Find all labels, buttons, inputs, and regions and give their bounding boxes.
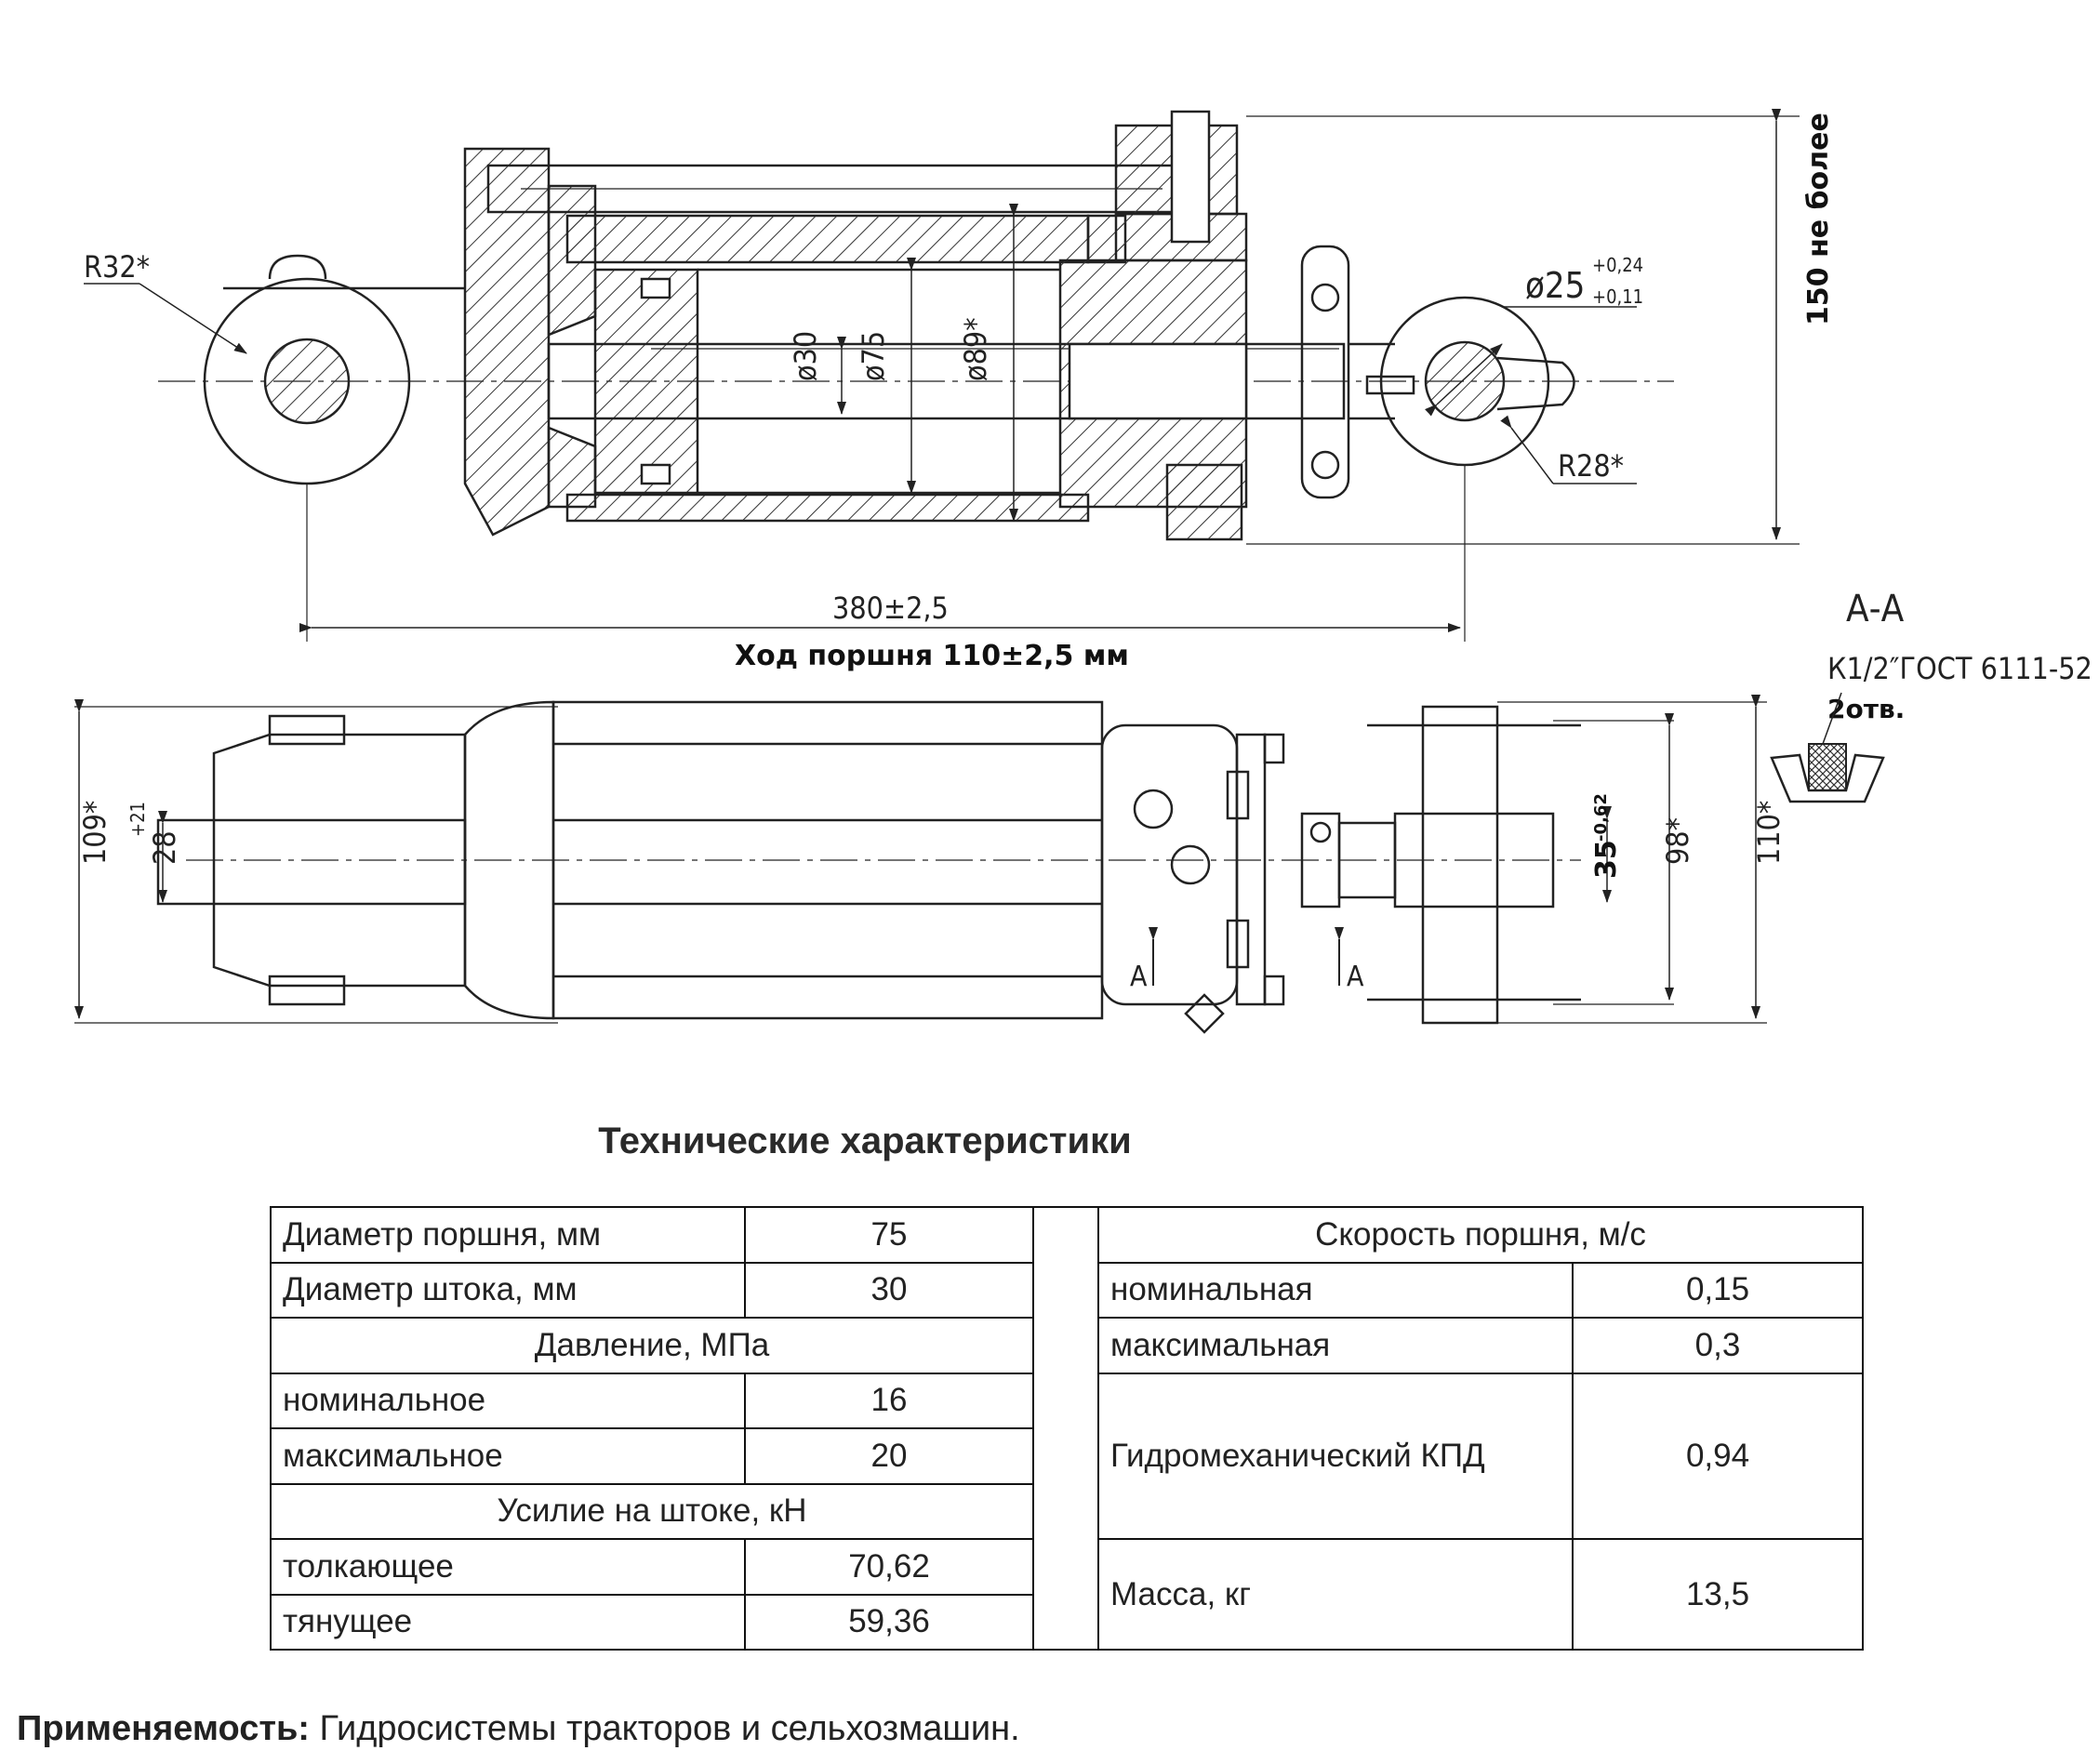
side-view <box>84 109 1800 642</box>
applicability-note: Применяемость: Гидросистемы тракторов и … <box>17 1709 1020 1749</box>
top-view-labels: 109* 28 +21 35 -0,62 98* 110* А А <box>77 793 1787 993</box>
svg-text:109*: 109* <box>77 801 113 865</box>
svg-text:А: А <box>1130 961 1148 993</box>
table-row: толкающее 70,62 Масса, кг 13,5 <box>270 1538 1865 1651</box>
spec-label: Диаметр поршня, мм <box>270 1206 746 1264</box>
svg-text:R28*: R28* <box>1558 448 1624 484</box>
svg-text:ø30: ø30 <box>788 331 823 381</box>
spec-value: 13,5 <box>1571 1538 1865 1651</box>
svg-text:ø75: ø75 <box>856 331 891 381</box>
spec-value: 30 <box>744 1261 1034 1319</box>
table-row: Давление, МПа максимальная 0,3 <box>270 1317 1865 1374</box>
spec-value: 70,62 <box>744 1538 1034 1596</box>
applicability-text: Гидросистемы тракторов и сельхозмашин. <box>309 1709 1020 1748</box>
svg-text:Ход поршня 110±2,5 мм: Ход поршня 110±2,5 мм <box>735 640 1129 672</box>
side-view-labels: R32* ø25 +0,24 +0,11 R28* ø30 ø75 ø89* 1… <box>84 113 1835 672</box>
spec-label: номинальная <box>1097 1261 1574 1319</box>
spec-value: 75 <box>744 1206 1034 1264</box>
spec-label: максимальная <box>1097 1317 1574 1374</box>
spec-label: тянущее <box>270 1593 746 1651</box>
spec-label: Диаметр штока, мм <box>270 1261 746 1319</box>
spec-value: 0,3 <box>1571 1317 1865 1374</box>
spec-label: толкающее <box>270 1538 746 1596</box>
table-row: Усилие на штоке, кН <box>270 1482 1863 1540</box>
spec-value: 0,94 <box>1571 1372 1865 1540</box>
table-row: Диаметр штока, мм 30 номинальная 0,15 <box>270 1261 1865 1319</box>
table-row: максимальное 20 <box>270 1427 1863 1485</box>
applicability-label: Применяемость: <box>17 1709 310 1748</box>
table-row: номинальное 16 Гидромеханический КПД 0,9… <box>270 1372 1865 1540</box>
svg-text:К1/2″ГОСТ 6111-52: К1/2″ГОСТ 6111-52 <box>1827 651 2092 686</box>
table-gap <box>1032 1206 1099 1651</box>
spec-label: Гидромеханический КПД <box>1097 1372 1574 1540</box>
svg-text:150 не более: 150 не более <box>1802 113 1835 325</box>
svg-text:380±2,5: 380±2,5 <box>832 590 949 626</box>
svg-text:ø25: ø25 <box>1525 265 1585 306</box>
svg-text:110*: 110* <box>1751 801 1787 865</box>
svg-text:98*: 98* <box>1660 817 1695 865</box>
svg-text:ø89*: ø89* <box>958 317 993 381</box>
svg-text:28: 28 <box>147 830 182 865</box>
svg-text:-0,62: -0,62 <box>1591 793 1611 842</box>
spec-value: 59,36 <box>744 1593 1034 1651</box>
table-row: Диаметр поршня, мм 75 Скорость поршня, м… <box>270 1206 1865 1651</box>
spec-header: Усилие на штоке, кН <box>270 1482 1034 1540</box>
spec-label: максимальное <box>270 1427 746 1485</box>
spec-header: Давление, МПа <box>270 1317 1034 1374</box>
spec-value: 20 <box>744 1427 1034 1485</box>
svg-text:35: 35 <box>1590 840 1623 879</box>
svg-text:+0,11: +0,11 <box>1592 285 1643 308</box>
spec-header: Скорость поршня, м/с <box>1096 1206 1865 1264</box>
technical-drawing: R32* ø25 +0,24 +0,11 R28* ø30 ø75 ø89* 1… <box>74 109 2092 1034</box>
top-view <box>74 695 1767 1034</box>
specs-title: Технические характеристики <box>598 1121 1132 1161</box>
svg-text:R32*: R32* <box>84 249 150 285</box>
svg-text:2отв.: 2отв. <box>1827 694 1905 724</box>
table-row: тянущее 59,36 <box>270 1593 1863 1651</box>
section-a-a: А-А К1/2″ГОСТ 6111-52 2отв. <box>1770 588 2092 803</box>
svg-text:+0,24: +0,24 <box>1592 254 1643 276</box>
svg-text:+21: +21 <box>126 802 149 837</box>
spec-label: номинальное <box>270 1372 746 1429</box>
svg-text:А: А <box>1347 961 1364 993</box>
specs-table: Диаметр поршня, мм 75 Скорость поршня, м… <box>270 1206 1865 1651</box>
svg-text:А-А: А-А <box>1846 588 1905 630</box>
spec-label: Масса, кг <box>1097 1538 1574 1651</box>
spec-value: 0,15 <box>1571 1261 1865 1319</box>
spec-value: 16 <box>744 1372 1034 1429</box>
